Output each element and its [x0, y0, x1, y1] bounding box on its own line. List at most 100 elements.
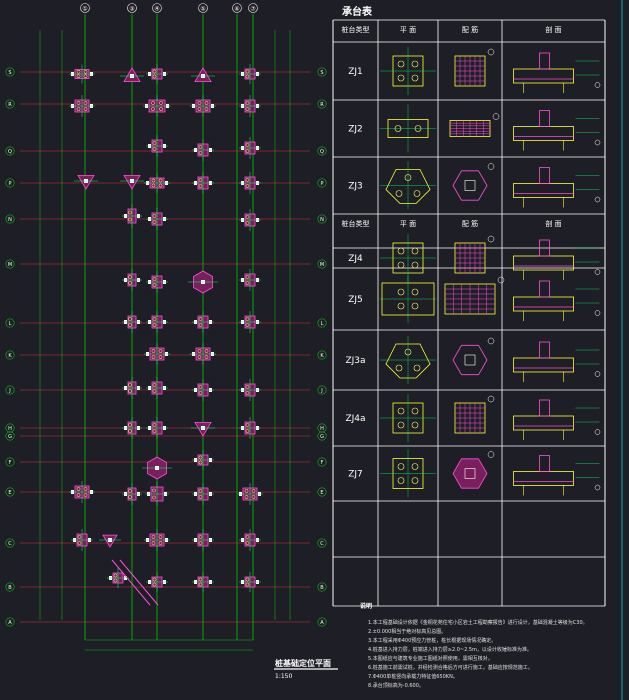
- row-axis-bubble: H: [317, 423, 327, 433]
- pile-cap: [146, 417, 168, 439]
- pile-cap: [146, 64, 168, 84]
- row-axis-bubble: F: [317, 457, 327, 467]
- pile-cap: [69, 481, 95, 503]
- pile-cap: [188, 270, 218, 294]
- pile-cap: [239, 311, 261, 333]
- pile-cap-table: 桩台类型平 面配 筋剖 面桩台类型平 面配 筋剖 面ZJ1ZJ2ZJ3ZJ4ZJ…: [332, 0, 623, 700]
- pile-cap: [237, 483, 263, 505]
- note-line-8: 8.承台顶标高为-0.600。: [368, 682, 424, 689]
- row-axis-label: R: [8, 102, 12, 108]
- pile-cap: [192, 139, 214, 161]
- pile-cap: [107, 568, 129, 588]
- cap-type-label: ZJ3a: [345, 356, 365, 366]
- pile-cap: [143, 95, 171, 117]
- cap-section-symbol: [513, 399, 601, 440]
- table-title: 承台表: [342, 5, 373, 18]
- col-axis-label: ①: [82, 6, 87, 13]
- row-axis-label: Q: [8, 149, 12, 155]
- row-axis-bubble: A: [5, 617, 15, 627]
- note-line-6: 6.桩基施工前需试桩，并经检测合格后方可进行施工，基础应按规范施工。: [368, 664, 533, 671]
- cap-rebar-symbol: [444, 276, 505, 315]
- row-axis-label: G: [320, 434, 324, 440]
- cap-rebar-symbol: [454, 48, 495, 87]
- row-axis-bubble: C: [5, 538, 15, 548]
- row-axis-label: K: [320, 353, 324, 359]
- pile-cap: [120, 67, 144, 82]
- pile-cap: [69, 95, 95, 117]
- pile-cap: [239, 529, 261, 551]
- pile-cap: [146, 377, 168, 399]
- row-axis-label: A: [8, 620, 12, 626]
- pile-cap: [192, 172, 214, 194]
- cap-plan-symbol: [380, 449, 436, 498]
- row-axis-label: N: [8, 217, 12, 223]
- row-axis-label: J: [8, 388, 10, 394]
- row-axis-label: Q: [320, 149, 324, 155]
- pile-cap: [74, 174, 98, 190]
- table-header: 配 筋: [462, 219, 478, 228]
- row-axis-bubble: L: [317, 318, 327, 328]
- row-axis-bubble: Q: [5, 146, 15, 156]
- notes-title: 说明: [360, 602, 372, 610]
- col-axis-bubble: ①: [80, 3, 90, 13]
- pile-cap: [192, 379, 214, 401]
- pile-cap: [146, 271, 168, 293]
- table-header: 平 面: [400, 220, 416, 228]
- note-line-4: 4.桩基进入持力层，桩端进入持力层≥2.0~2.5m，以设计收锤标准为准。: [368, 646, 532, 653]
- cap-rebar-symbol: [452, 163, 495, 201]
- pile-cap: [191, 67, 215, 82]
- row-axis-label: R: [320, 102, 324, 108]
- row-axis-bubble: L: [5, 318, 15, 328]
- plan-scale: 1:150: [275, 673, 292, 680]
- pile-cap: [145, 482, 169, 506]
- row-axis-bubble: E: [317, 487, 327, 497]
- pile-cap: [239, 95, 261, 117]
- cap-section-symbol: [513, 341, 601, 382]
- row-axis-label: B: [320, 585, 324, 591]
- row-axis-bubble: N: [5, 214, 15, 224]
- row-axis-bubble: M: [5, 259, 15, 269]
- cap-plan-symbol: [380, 234, 436, 282]
- pile-cap: [146, 135, 168, 157]
- pile-cap: [144, 343, 170, 365]
- pile-cap: [120, 174, 144, 190]
- pile-cap: [69, 64, 95, 84]
- row-axis-label: S: [320, 70, 323, 76]
- row-axis-label: B: [8, 585, 12, 591]
- row-axis-label: J: [320, 388, 322, 394]
- cap-type-label: ZJ1: [348, 67, 363, 77]
- cap-plan-symbol: [380, 394, 436, 442]
- pile-cap: [239, 572, 261, 592]
- row-axis-bubble: B: [317, 582, 327, 592]
- cap-plan-symbol: [380, 161, 436, 210]
- row-axis-label: E: [8, 490, 11, 496]
- cap-plan-symbol: [380, 47, 436, 95]
- row-axis-label: M: [8, 262, 12, 268]
- angled-cap-edge: [111, 559, 151, 606]
- cap-rebar-symbol: [454, 235, 495, 274]
- cap-type-label: ZJ7: [348, 470, 363, 480]
- note-line-3: 3.本工程采用Φ400预应力管桩，桩长根据现场情况确定。: [368, 637, 496, 644]
- table-header: 剖 面: [545, 25, 561, 34]
- notes-block: 说明 1.本工程基础设计依据《金桐花苑住宅小区岩土工程勘察报告》进行设计，基础混…: [360, 602, 588, 689]
- table-header: 配 筋: [462, 25, 478, 34]
- cap-section-symbol: [513, 52, 601, 93]
- pile-cap: [239, 379, 261, 401]
- pile-cap: [99, 534, 121, 548]
- pile-cap: [122, 483, 142, 505]
- row-axis-label: F: [9, 460, 12, 466]
- row-axis-label: A: [320, 620, 324, 626]
- cap-rebar-symbol: [452, 451, 495, 489]
- row-axis-bubble: R: [5, 99, 15, 109]
- pile-cap: [71, 529, 93, 551]
- pile-cap: [239, 172, 261, 194]
- pile-cap: [190, 95, 216, 117]
- row-axis-label: F: [321, 460, 324, 466]
- angled-cap-edge: [119, 559, 159, 606]
- pile-cap: [192, 529, 214, 551]
- row-axis-bubble: E: [5, 487, 15, 497]
- row-axis-bubble: M: [317, 259, 327, 269]
- table-header: 桩台类型: [342, 25, 370, 34]
- cap-section-symbol: [513, 239, 601, 280]
